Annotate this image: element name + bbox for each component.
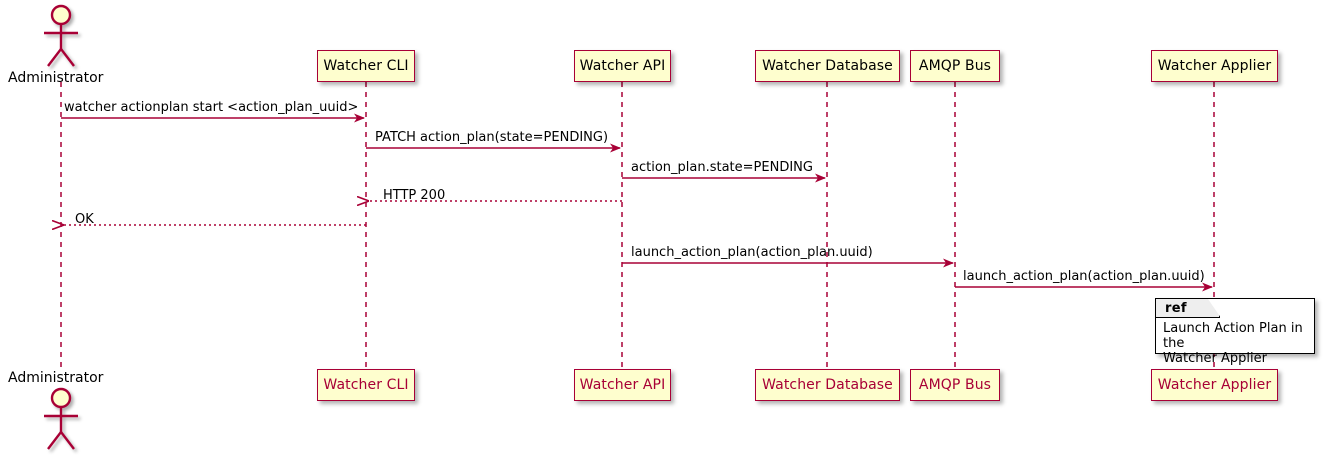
message-arrows	[61, 113, 1213, 292]
participant-box-watcher-cli-bottom[interactable]: Watcher CLI	[317, 369, 415, 401]
ref-fragment[interactable]: ref Launch Action Plan in the Watcher Ap…	[1155, 298, 1315, 366]
ref-fragment-tab-notch	[1208, 299, 1221, 318]
actor-administrator-top	[44, 4, 78, 67]
message-label-watcher-actionplan-start: watcher actionplan start <action_plan_uu…	[64, 100, 359, 115]
participant-box-watcher-cli-top[interactable]: Watcher CLI	[317, 50, 415, 82]
lifelines	[60, 82, 1215, 369]
participant-box-amqp-bus-bottom[interactable]: AMQP Bus	[910, 369, 1000, 401]
ref-fragment-body-line-2: Watcher Applier	[1163, 351, 1267, 366]
participant-box-watcher-database-top[interactable]: Watcher Database	[755, 50, 900, 82]
participant-box-watcher-applier-bottom[interactable]: Watcher Applier	[1151, 369, 1278, 401]
actor-administrator-bottom	[44, 387, 78, 450]
ref-fragment-body-line-1: Launch Action Plan in the	[1163, 321, 1303, 351]
message-label-launch-action-plan-api-amqp: launch_action_plan(action_plan.uuid)	[631, 245, 873, 260]
participant-box-watcher-database-bottom[interactable]: Watcher Database	[755, 369, 900, 401]
participant-box-amqp-bus-top[interactable]: AMQP Bus	[910, 50, 1000, 82]
ref-fragment-body: Launch Action Plan in the Watcher Applie…	[1163, 321, 1313, 366]
message-label-http-200: HTTP 200	[383, 188, 446, 203]
participant-box-watcher-applier-top[interactable]: Watcher Applier	[1151, 50, 1278, 82]
message-label-ok: OK	[75, 212, 94, 227]
participant-box-watcher-api-top[interactable]: Watcher API	[574, 50, 671, 82]
actor-label-administrator-top: Administrator	[8, 70, 104, 86]
message-label-launch-action-plan-amqp-applier: launch_action_plan(action_plan.uuid)	[963, 269, 1205, 284]
message-label-patch-action-plan: PATCH action_plan(state=PENDING)	[375, 130, 609, 145]
ref-fragment-title: ref	[1165, 301, 1187, 316]
participant-box-watcher-api-bottom[interactable]: Watcher API	[574, 369, 671, 401]
message-label-action-plan-state-pending: action_plan.state=PENDING	[631, 160, 813, 175]
actor-label-administrator-bottom: Administrator	[8, 370, 104, 386]
